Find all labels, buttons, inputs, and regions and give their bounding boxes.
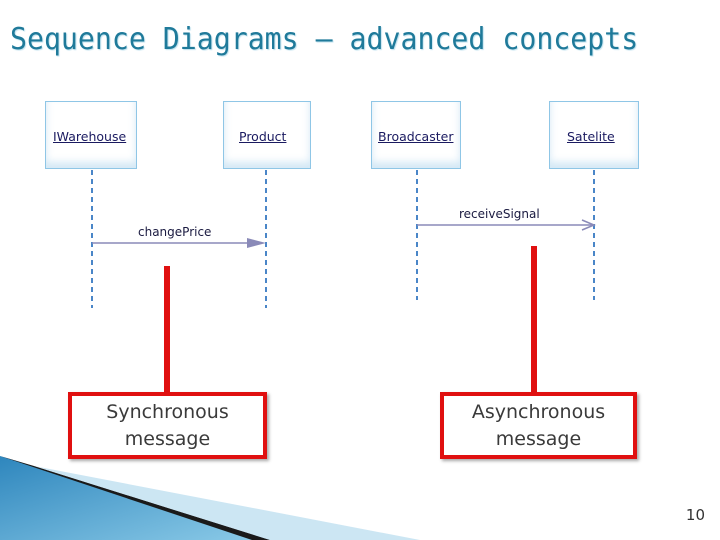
sync-callout-line1: Synchronous: [106, 400, 229, 423]
corner-decoration-dark: [0, 456, 270, 540]
lifeline-satelite: Satelite: [549, 101, 639, 169]
lifeline-label-broadcaster: Broadcaster: [378, 129, 454, 144]
corner-decoration-light: [34, 466, 420, 540]
lifeline-product: Product: [223, 101, 311, 169]
lifeline-label-product: Product: [239, 129, 287, 144]
lifeline-label-satelite: Satelite: [567, 129, 615, 144]
sync-callout: Synchronous message: [68, 392, 267, 459]
async-callout: Asynchronous message: [440, 392, 637, 459]
async-pointer-bar: [531, 246, 537, 396]
lifeline-label-iwarehouse: IWarehouse: [53, 129, 127, 144]
sync-message-label: changePrice: [138, 225, 212, 239]
slide-title: Sequence Diagrams – advanced concepts: [10, 22, 639, 57]
page-number: 10: [685, 506, 705, 524]
lifeline-iwarehouse: IWarehouse: [45, 101, 137, 169]
async-message-label: receiveSignal: [459, 207, 540, 221]
sync-callout-line2: message: [124, 427, 211, 450]
async-callout-line1: Asynchronous: [471, 400, 606, 423]
sync-pointer-bar: [164, 266, 170, 397]
sync-arrowhead-icon: [247, 238, 266, 248]
async-callout-line2: message: [495, 427, 582, 450]
lifeline-broadcaster: Broadcaster: [371, 101, 461, 169]
async-arrowhead-icon: [581, 219, 596, 231]
